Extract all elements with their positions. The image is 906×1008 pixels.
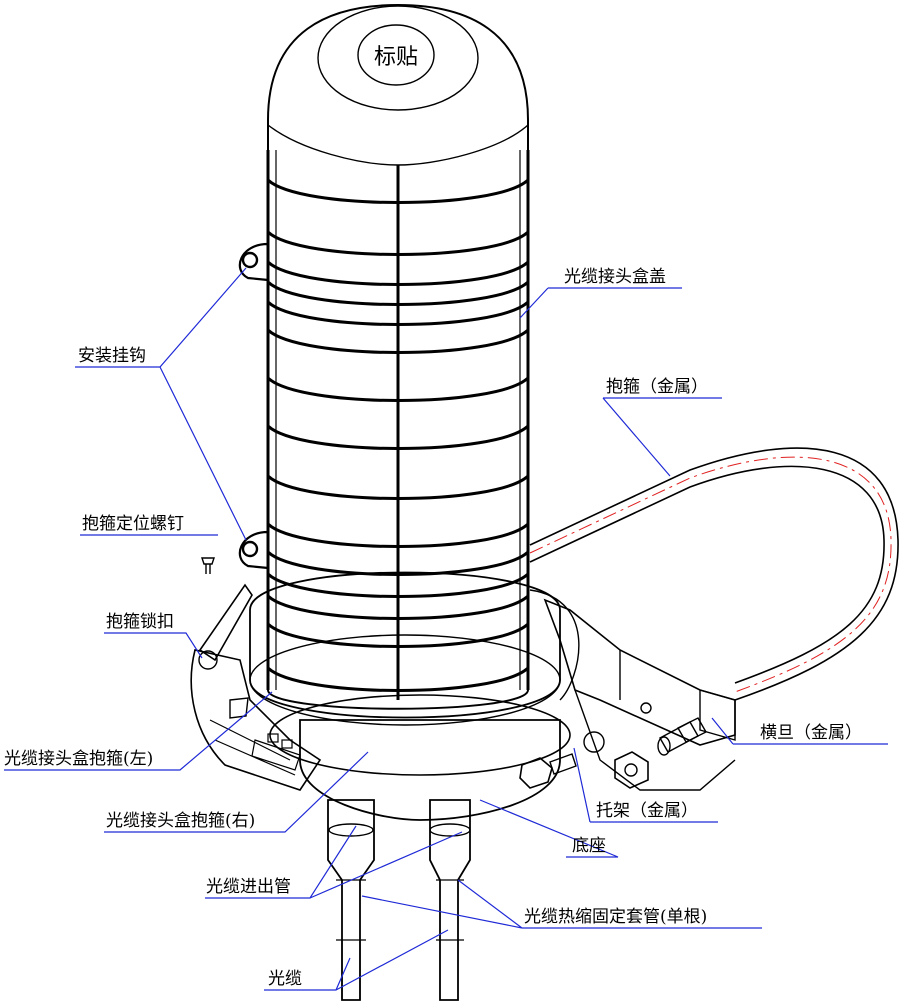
label-hoop-screw: 抱箍定位螺钉 xyxy=(82,514,184,534)
bracket-assembly xyxy=(519,598,736,791)
cable-pipes xyxy=(327,799,471,1001)
label-hoop-lock: 抱箍锁扣 xyxy=(106,612,174,632)
label-clamp-right: 光缆接头盒抱箍(右) xyxy=(106,811,255,831)
leader-clamp-left xyxy=(4,691,273,771)
label-cover: 光缆接头盒盖 xyxy=(564,267,666,287)
label-hoop-metal: 抱箍（金属） xyxy=(606,377,708,397)
label-hook: 安装挂钩 xyxy=(78,346,146,366)
leader-hook xyxy=(75,267,247,541)
base xyxy=(269,694,571,821)
leader-heat-shrink xyxy=(361,879,762,929)
clamp-collar xyxy=(249,571,580,726)
leader-base xyxy=(479,799,619,858)
leader-entry-pipe xyxy=(205,825,463,899)
label-entry-pipe: 光缆进出管 xyxy=(206,877,291,897)
label-bracket: 托架（金属） xyxy=(596,801,698,821)
leader-lines xyxy=(4,267,888,991)
leader-bracket xyxy=(573,747,718,823)
label-heat-shrink: 光缆热缩固定套管(单根) xyxy=(524,907,707,927)
label-crossbar: 横旦（金属） xyxy=(760,723,862,743)
leader-clamp-right xyxy=(104,751,369,833)
label-base: 底座 xyxy=(572,836,606,856)
label-clamp-left: 光缆接头盒抱箍(左) xyxy=(4,749,153,769)
sticker-label: 标贴 xyxy=(374,45,418,70)
leader-cable xyxy=(264,929,449,991)
leader-crossbar xyxy=(711,717,888,745)
dome-cover: 标贴 xyxy=(238,3,530,710)
metal-hoop xyxy=(529,447,899,701)
leader-hoop-lock xyxy=(104,632,203,659)
labels: 光缆接头盒盖 安装挂钩 抱箍（金属） 抱箍定位螺钉 抱箍锁扣 光缆接头盒抱箍(左… xyxy=(4,267,862,989)
leader-hoop-metal xyxy=(602,397,722,477)
clamp-and-lock xyxy=(190,557,322,791)
label-cable: 光缆 xyxy=(268,969,302,989)
leader-cover xyxy=(519,287,682,319)
